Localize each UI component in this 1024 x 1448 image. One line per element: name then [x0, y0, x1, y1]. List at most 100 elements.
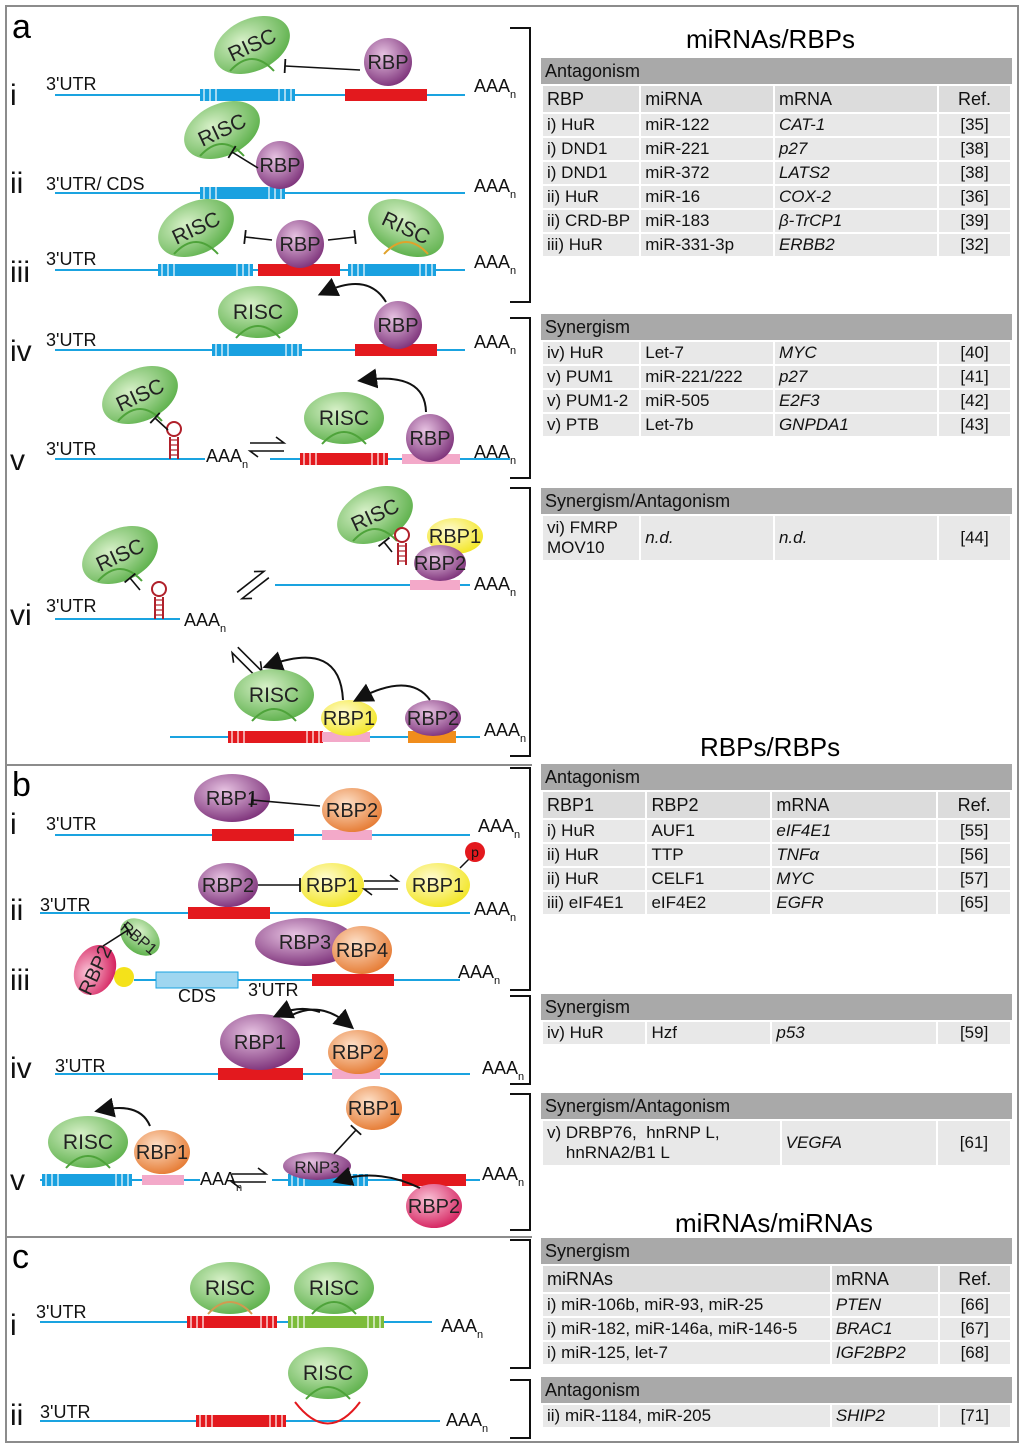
table-cell: SHIP2 — [831, 1405, 938, 1427]
table-cell: miR-331-3p — [641, 234, 773, 256]
mirna-strand — [207, 1301, 253, 1315]
pink-binding-site — [322, 830, 372, 840]
table-cell: Let-7b — [641, 414, 773, 436]
binding-site — [228, 731, 323, 743]
rbp2-protein-label: RBP2 — [326, 800, 378, 822]
section-title-mirna-mirna: miRNAs/miRNAs — [675, 1208, 873, 1238]
risc-complex-shape — [48, 1116, 128, 1168]
table-cell: CELF1 — [647, 868, 771, 890]
cds-label: CDS — [178, 986, 216, 1006]
inhibition-bar — [124, 572, 136, 584]
binding-site — [196, 1415, 286, 1427]
risc-complex-shape — [190, 1262, 270, 1314]
cap-structure — [114, 967, 134, 987]
panel-roman-label: iii — [10, 256, 30, 289]
binding-site — [158, 264, 253, 276]
inhibition-line — [383, 541, 393, 553]
hairpin-loop — [151, 581, 167, 597]
polya-tail: AAAn — [441, 1316, 483, 1341]
mirna-strand — [229, 58, 275, 72]
mirna-strand — [352, 528, 398, 542]
table-cell: Hzf — [647, 1022, 771, 1044]
rbp-protein: RBP — [276, 220, 324, 268]
table-b-synergism-antagonism: Synergism/Antagonism v) DRBP76, hnRNP L,… — [541, 1093, 1012, 1167]
risc-complex: RISC — [234, 669, 314, 721]
rbp2-protein-label: RBP2 — [332, 1042, 384, 1064]
table-cell: Let-7 — [641, 342, 773, 364]
activation-arrow — [289, 1008, 355, 1030]
risc-complex-shape — [288, 1347, 368, 1399]
table-cell: i) HuR — [543, 820, 646, 842]
eq-back — [229, 1181, 266, 1189]
inhibition-bar — [350, 1124, 362, 1136]
rbp1-protein-label: RBP1 — [323, 708, 375, 730]
pink-binding-site — [410, 580, 460, 590]
outer-frame — [5, 5, 1019, 1443]
table-cell: [32] — [939, 234, 1010, 256]
inhibition-line — [231, 151, 259, 169]
equilibrium-arrows — [247, 436, 287, 458]
activation-arrow — [317, 277, 387, 303]
table-cell: CAT-1 — [774, 114, 938, 136]
table-cell: i) miR-106b, miR-93, miR-25 — [543, 1294, 830, 1316]
table-cell: i) DND1 — [543, 162, 640, 184]
polya-tail: AAAn — [484, 720, 526, 745]
pink-binding-site — [332, 1069, 380, 1079]
polya-tail: AAAn — [474, 899, 516, 924]
table-cell: ERBB2 — [774, 234, 938, 256]
eq-back — [361, 888, 398, 896]
rbp1-protein: RBP1 — [300, 863, 364, 907]
mirna-strand — [235, 325, 281, 339]
panel-roman-label: v — [10, 1164, 25, 1197]
panel-roman-label: ii — [10, 1399, 23, 1432]
rbp2-protein-shape — [406, 1184, 462, 1228]
risc-complex-shape — [234, 669, 314, 721]
table-cell: miR-122 — [641, 114, 773, 136]
rbp2-protein-label: RBP2 — [202, 875, 254, 897]
rbp1-protein-label: RBP1 — [348, 1098, 400, 1120]
utr-label: 3'UTR — [46, 249, 96, 269]
table-cell: [42] — [939, 390, 1010, 412]
eq-forward — [250, 436, 287, 444]
risc-complex: RISC — [214, 15, 290, 75]
rbp1-protein-shape — [120, 918, 160, 956]
risc-complex-shape — [218, 286, 298, 338]
table-cell: β-TrCP1 — [774, 210, 938, 232]
utr-label: 3'UTR — [36, 1302, 86, 1322]
column-header: mRNA — [774, 86, 938, 112]
table-cell: TTP — [647, 844, 771, 866]
polya-tail: AAAn — [474, 252, 516, 277]
column-header: miRNA — [641, 86, 773, 112]
risc-complex-shape — [214, 15, 290, 75]
rbp2-protein-shape — [198, 863, 258, 907]
inhibition-bar — [250, 792, 254, 808]
inhibition-bar — [353, 229, 357, 245]
table-cell: [39] — [939, 210, 1010, 232]
utr-label: 3'UTR/ CDS — [46, 174, 144, 194]
rbp1-protein-label: RBP1 — [234, 1032, 286, 1054]
rbp2-protein-shape — [73, 944, 117, 996]
panel-roman-label: i — [10, 808, 17, 841]
table-cell: ii) HuR — [543, 186, 640, 208]
table-cell: MYC — [772, 868, 937, 890]
mirna-strand — [251, 708, 297, 722]
panel-roman-label: iii — [10, 964, 30, 997]
table-cell: VEGFA — [781, 1121, 936, 1165]
table-cell: v) PUM1-2 — [543, 390, 640, 412]
mirna-strand — [65, 1155, 111, 1169]
binding-site — [188, 907, 270, 919]
risc-complex: RISC — [294, 1262, 374, 1314]
rbp-protein-shape — [256, 141, 304, 189]
table-title: Synergism — [541, 994, 1012, 1020]
polya-tail: AAAn — [446, 1410, 488, 1435]
eq-back — [247, 450, 284, 458]
section-title-rbp-rbp: RBPs/RBPs — [700, 732, 841, 762]
